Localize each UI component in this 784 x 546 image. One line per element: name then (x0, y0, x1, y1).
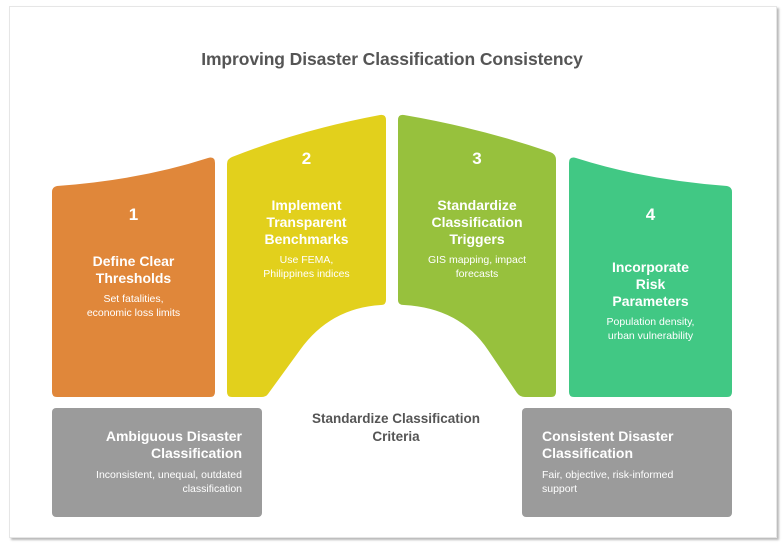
center-process-label: Standardize Classification Criteria (290, 410, 502, 446)
end-state-description-line: Fair, objective, risk-informed (542, 469, 674, 481)
step-4-description-line: urban vulnerability (607, 329, 694, 342)
step-1-card: 1 Define Clear Thresholds Set fatalities… (52, 205, 215, 320)
step-2-number: 2 (301, 149, 312, 168)
step-4-description-line: Population density, (606, 316, 695, 328)
step-3-card: 3 Standardize Classification Triggers GI… (398, 149, 556, 281)
step-4-heading: Incorporate Risk Parameters (569, 259, 732, 310)
step-2-heading-line: Benchmarks (264, 231, 349, 247)
step-4-number: 4 (645, 205, 656, 224)
start-state-description: Inconsistent, unequal, outdated classifi… (64, 469, 242, 496)
end-state-heading-line: Consistent Disaster (542, 428, 674, 444)
step-3-description-line: forecasts (455, 267, 499, 280)
end-state-heading: Consistent Disaster Classification (542, 428, 720, 462)
step-2-description: Use FEMA, Philippines indices (227, 254, 386, 281)
step-4-heading-line: Incorporate (611, 259, 689, 275)
step-4-heading-line: Risk (635, 276, 666, 292)
center-label-line: Criteria (372, 429, 420, 444)
step-3-heading-line: Triggers (449, 231, 505, 247)
end-state-description-line: support (542, 482, 578, 495)
step-4-card: 4 Incorporate Risk Parameters Population… (569, 205, 732, 343)
step-1-description-line: Set fatalities, (103, 293, 164, 305)
start-state-description-line: Inconsistent, unequal, outdated (96, 469, 242, 481)
step-1-heading-line: Define Clear (92, 253, 175, 269)
step-3-description: GIS mapping, impact forecasts (398, 254, 556, 281)
step-2-heading-line: Transparent (266, 214, 347, 230)
step-4-heading-line: Parameters (612, 293, 689, 309)
step-1-shape (52, 157, 215, 397)
step-4-shape (569, 157, 732, 397)
step-2-heading: Implement Transparent Benchmarks (227, 197, 386, 248)
start-state-heading: Ambiguous Disaster Classification (64, 428, 242, 462)
start-state-box: Ambiguous Disaster Classification Incons… (52, 408, 262, 517)
step-1-description-line: economic loss limits (86, 306, 181, 319)
diagram-title: Improving Disaster Classification Consis… (201, 49, 583, 69)
step-3-shape (398, 114, 556, 397)
step-1-heading: Define Clear Thresholds (52, 253, 215, 287)
step-2-shape (227, 114, 386, 397)
end-state-description: Fair, objective, risk-informed support (542, 469, 720, 496)
step-3-heading: Standardize Classification Triggers (398, 197, 556, 248)
step-1-number: 1 (128, 205, 139, 224)
step-2-heading-line: Implement (271, 197, 342, 213)
start-state-description-line: classification (182, 482, 242, 495)
step-3-number: 3 (472, 149, 482, 168)
start-state-heading-line: Ambiguous Disaster (105, 428, 242, 444)
center-label-line: Standardize Classification (311, 411, 481, 426)
step-3-heading-line: Classification (431, 214, 523, 230)
start-state-heading-line: Classification (150, 445, 242, 461)
step-3-description-line: GIS mapping, impact (427, 254, 527, 266)
step-2-description-line: Philippines indices (263, 267, 350, 280)
step-1-heading-line: Thresholds (95, 270, 172, 286)
step-4-description: Population density, urban vulnerability (569, 316, 732, 343)
step-2-description-line: Use FEMA, (279, 254, 334, 266)
step-3-heading-line: Standardize (437, 197, 517, 213)
end-state-box: Consistent Disaster Classification Fair,… (522, 408, 732, 517)
end-state-heading-line: Classification (542, 445, 634, 461)
step-1-description: Set fatalities, economic loss limits (52, 293, 215, 320)
step-2-card: 2 Implement Transparent Benchmarks Use F… (227, 149, 386, 281)
